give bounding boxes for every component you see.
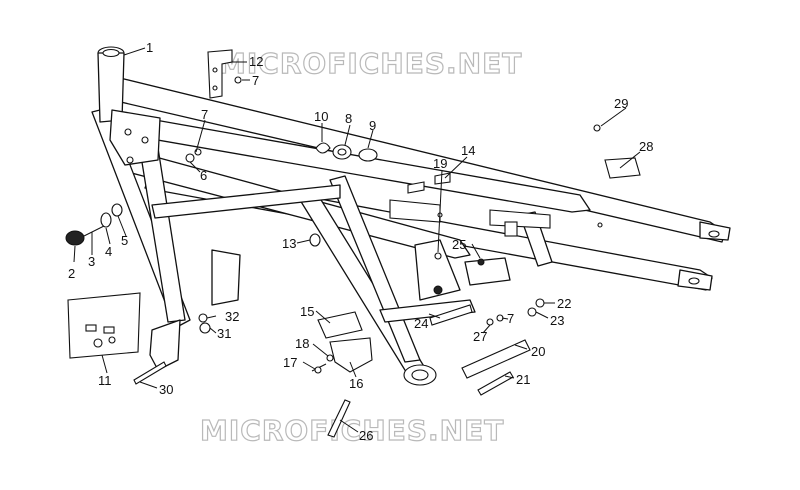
callout-21: 21	[516, 372, 530, 387]
callout-27: 27	[473, 329, 487, 344]
parts-small	[65, 49, 641, 438]
callout-28: 28	[639, 139, 653, 154]
callout-25: 25	[452, 237, 466, 252]
callout-24: 24	[414, 316, 428, 331]
callout-7-a: 7	[201, 107, 208, 122]
callout-4: 4	[105, 244, 112, 259]
callout-23: 23	[550, 313, 564, 328]
part-18-washer	[326, 354, 334, 362]
callout-29: 29	[614, 96, 628, 111]
callout-30: 30	[159, 382, 173, 397]
part-22-nut	[535, 298, 545, 308]
part-7-nut-a	[234, 76, 242, 84]
callout-16: 16	[349, 376, 363, 391]
leader-lines	[73, 47, 641, 433]
part-31-washer	[199, 322, 211, 334]
part-6-washer	[185, 153, 195, 163]
callout-8: 8	[345, 111, 352, 126]
part-29-screw	[593, 124, 601, 132]
part-4-washer	[100, 212, 112, 228]
callout-18: 18	[295, 336, 309, 351]
part-15-plate	[317, 311, 363, 339]
part-2-cap	[65, 230, 85, 246]
callout-1: 1	[146, 40, 153, 55]
part-25-bolt	[477, 258, 485, 266]
part-5-nut	[111, 203, 123, 217]
part-11-plate	[67, 292, 141, 359]
part-14-tab-a	[407, 181, 425, 194]
callout-11: 11	[98, 373, 112, 388]
part-10-clip	[315, 142, 331, 154]
part-28-bracket	[604, 157, 641, 179]
callout-7-b: 7	[252, 73, 259, 88]
callout-15: 15	[300, 304, 314, 319]
part-13-nut	[309, 233, 321, 247]
part-26-pin	[327, 399, 351, 438]
callout-22: 22	[557, 296, 571, 311]
part-14-tab-b	[434, 172, 451, 185]
part-7-nut-b	[194, 148, 202, 156]
callout-31: 31	[217, 326, 231, 341]
callout-6: 6	[200, 168, 207, 183]
callout-12: 12	[249, 54, 263, 69]
part-20-stand	[461, 339, 531, 379]
part-30-rod	[133, 361, 167, 385]
part-19-screw	[434, 252, 442, 260]
part-17-bolt	[314, 366, 322, 374]
callout-5: 5	[121, 233, 128, 248]
part-23-washer	[527, 307, 537, 317]
callout-9: 9	[369, 118, 376, 133]
callout-26: 26	[359, 428, 373, 443]
callout-10: 10	[314, 109, 328, 124]
main-frame	[91, 46, 731, 386]
part-16-bracket	[329, 337, 373, 373]
watermark-top: MICROFICHES.NET	[218, 47, 522, 80]
part-27-nut	[486, 318, 494, 326]
part-9-ring	[358, 148, 378, 162]
callout-19: 19	[433, 156, 447, 171]
watermark-bottom: MICROFICHES.NET	[200, 414, 504, 447]
callout-13: 13	[282, 236, 296, 251]
callout-17: 17	[283, 355, 297, 370]
callout-14: 14	[461, 143, 475, 158]
callout-2: 2	[68, 266, 75, 281]
callout-32: 32	[225, 309, 239, 324]
part-21-spring	[477, 371, 514, 396]
callout-20: 20	[531, 344, 545, 359]
callout-labels: 1 2 3 4 5 6 7 7 7 8 9 10 11 12 13 14 15 …	[68, 40, 653, 443]
part-24-link	[429, 304, 473, 326]
callout-7-c: 7	[507, 311, 514, 326]
part-32-nut	[198, 313, 208, 323]
callout-3: 3	[88, 254, 95, 269]
